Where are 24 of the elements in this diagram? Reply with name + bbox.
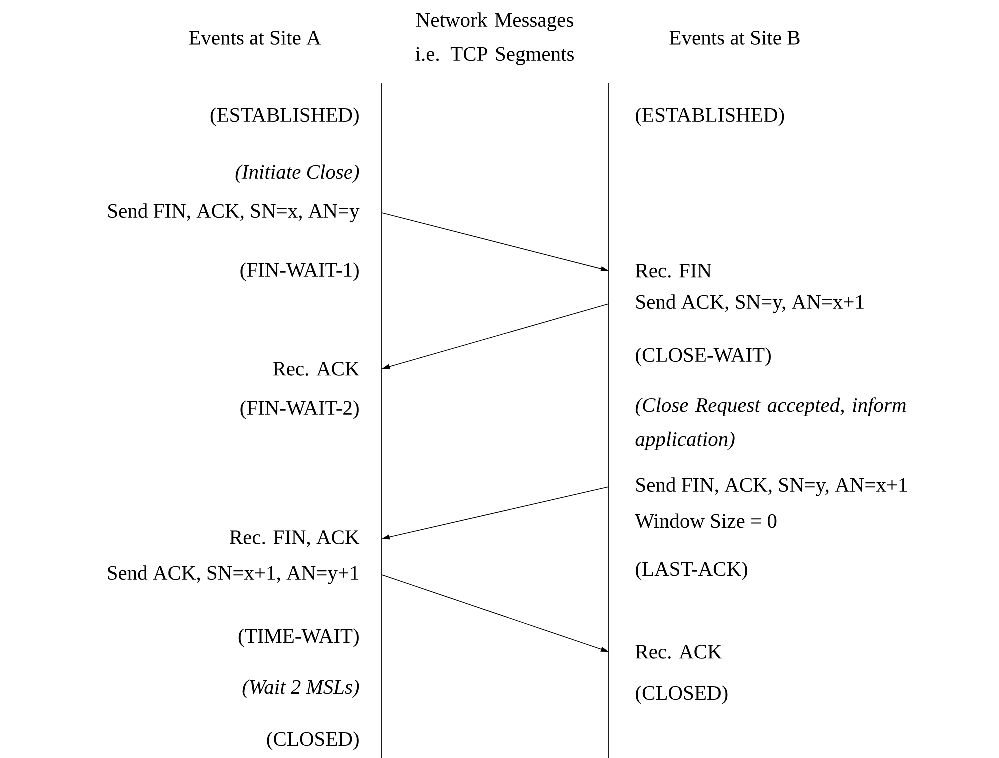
event-text: Send FIN, ACK, SN=x, AN=y: [108, 204, 360, 222]
event-text: Rec. FIN, ACK: [230, 530, 360, 548]
column-heading: Events at Site B: [670, 31, 800, 45]
state-label: (CLOSED): [636, 686, 728, 704]
column-heading: Network Messages i.e. TCP Segments: [416, 12, 574, 66]
state-label: (CLOSE-WAIT): [636, 348, 771, 366]
event-text: Rec. ACK: [273, 362, 360, 376]
state-label: (LAST-ACK): [636, 562, 748, 580]
event-text: Rec. ACK: [636, 645, 722, 659]
event-text: Window Size = 0: [635, 514, 777, 528]
state-label: (ESTABLISHED): [210, 108, 359, 126]
state-label: (ESTABLISHED): [636, 108, 784, 126]
note-text: (Initiate Close): [236, 164, 360, 184]
event-text: Send ACK, SN=x+1, AN=y+1: [108, 566, 359, 584]
state-label: (CLOSED): [267, 732, 359, 750]
state-label: (FIN-WAIT-1): [240, 262, 359, 282]
event-text: Rec. FIN: [636, 264, 712, 278]
note-text: (Wait 2 MSLs): [242, 680, 360, 698]
note-text: (Close Request accepted, inform application): [636, 398, 906, 450]
column-heading: Events at Site A: [189, 31, 322, 45]
state-label: (TIME-WAIT): [238, 628, 359, 648]
event-text: Send FIN, ACK, SN=y, AN=x+1: [636, 478, 908, 496]
state-label: (FIN-WAIT-2): [240, 400, 359, 420]
event-text: Send ACK, SN=y, AN=x+1: [636, 294, 864, 314]
